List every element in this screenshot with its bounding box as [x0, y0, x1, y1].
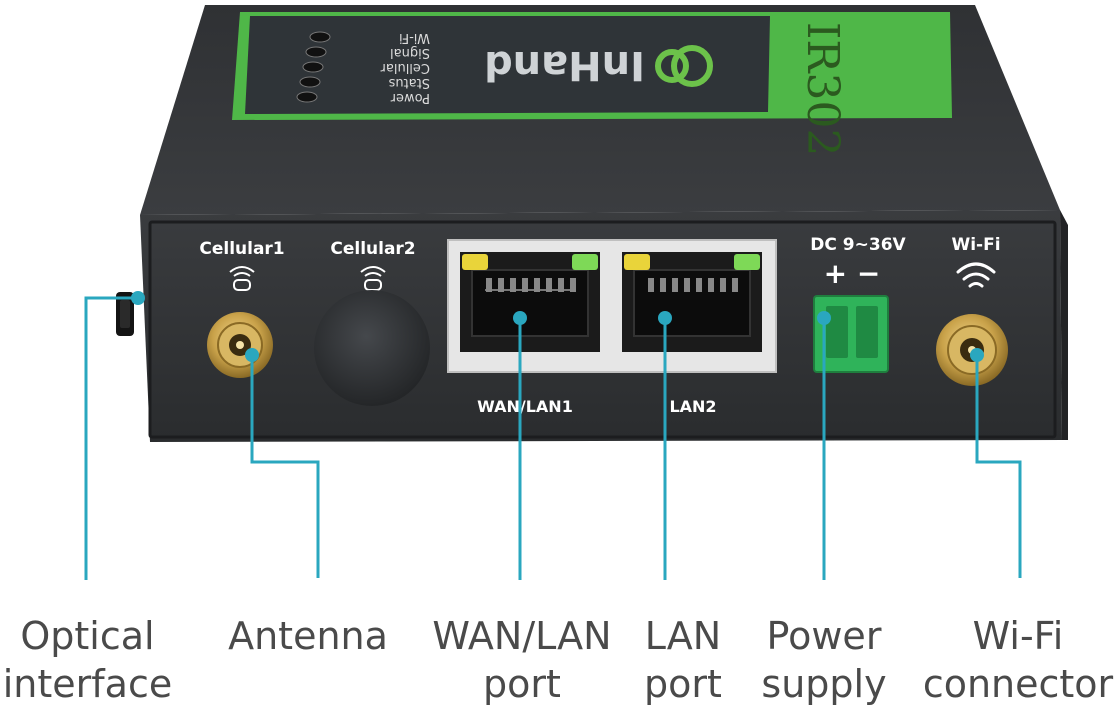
wan-led-yellow: [462, 254, 488, 270]
callout-optical-line1: Optical: [20, 614, 155, 658]
callout-optical-interface: Optical interface: [0, 612, 175, 708]
wifi-sma-connector: [936, 314, 1008, 386]
dc-label: DC 9~36V: [810, 235, 906, 255]
wifi-icon: [956, 262, 996, 288]
cellular2-dust-cap: [314, 290, 430, 406]
callout-antenna-line1: Antenna: [228, 614, 388, 658]
lan2-label: LAN2: [669, 397, 716, 416]
wan-lan1-label: WAN/LAN1: [477, 397, 573, 416]
antenna-icon: [229, 266, 255, 291]
callout-wifi-line1: Wi-Fi: [972, 614, 1064, 658]
antenna-icon: [360, 266, 386, 291]
callout-lan-line1: LAN: [644, 614, 722, 658]
lan-led-green: [734, 254, 760, 270]
wan-led-green: [572, 254, 598, 270]
callout-optical-line2: interface: [2, 662, 173, 706]
callout-lan-line2: port: [644, 662, 722, 706]
brand-name: InHand: [484, 42, 645, 88]
cellular1-sma-connector: [207, 312, 273, 378]
callout-power-supply: Power supply: [748, 612, 900, 708]
led-label-signal: Signal: [390, 45, 430, 60]
callout-power-line1: Power: [766, 614, 882, 658]
callout-dots: [131, 291, 984, 362]
front-panel-frame: [148, 220, 1057, 439]
brand-logo: InHand: [484, 42, 713, 88]
status-led-dots: [296, 31, 331, 103]
led-label-wifi: Wi-Fi: [399, 30, 430, 45]
led-label-power: Power: [390, 90, 430, 105]
callout-antenna: Antenna: [222, 612, 394, 660]
wifi-label: Wi-Fi: [951, 235, 1000, 255]
callout-wan-line1: WAN/LAN: [432, 614, 612, 658]
callout-power-line2: supply: [761, 662, 887, 706]
callout-wifi-line2: connector: [922, 662, 1114, 706]
cellular1-label: Cellular1: [199, 239, 284, 259]
led-label-status: Status: [388, 75, 430, 90]
enclosure-side: [1060, 210, 1068, 440]
callout-lines: [84, 296, 1022, 580]
led-label-cellular: Cellular: [380, 60, 430, 75]
callout-lan-port: LAN port: [628, 612, 738, 708]
cellular2-label: Cellular2: [330, 239, 415, 259]
callout-wifi-connector: Wi-Fi connector: [918, 612, 1118, 708]
callout-wan-lan-port: WAN/LAN port: [422, 612, 622, 708]
model-name: IR302: [797, 22, 848, 157]
optical-interface: [116, 292, 134, 336]
lan-led-yellow: [624, 254, 650, 270]
callout-wan-line2: port: [483, 662, 561, 706]
rj45-block: [447, 239, 777, 373]
top-label: Power Status Cellular Signal Wi-Fi InHan…: [232, 12, 952, 157]
led-labels: Power Status Cellular Signal Wi-Fi: [380, 30, 430, 105]
power-terminal: [813, 295, 889, 373]
polarity-label: + −: [824, 257, 881, 290]
